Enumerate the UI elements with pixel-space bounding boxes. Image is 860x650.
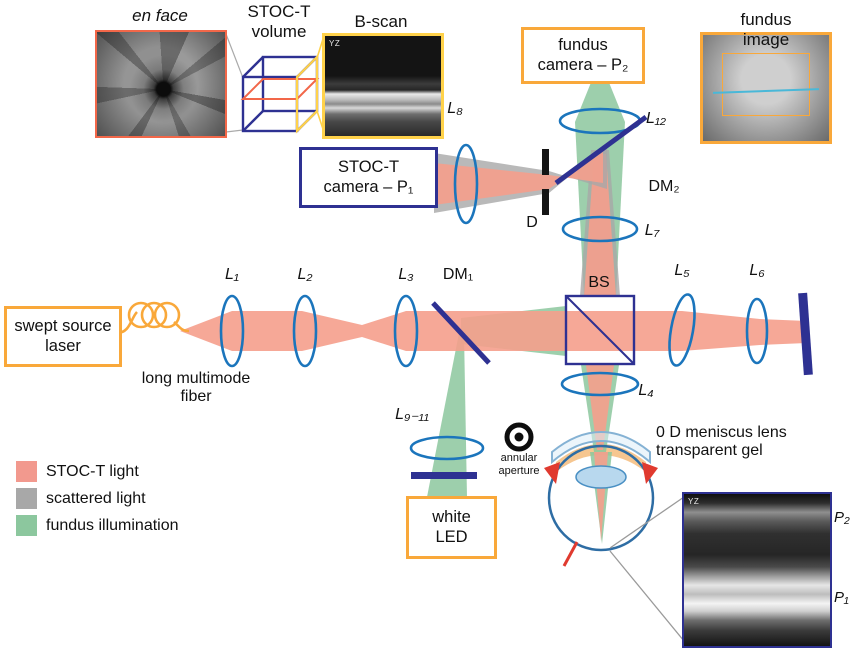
white-led-box: white LED <box>406 496 497 559</box>
label-D: D <box>526 214 538 231</box>
eye-details <box>544 431 685 642</box>
cube-bscan-slice <box>295 54 319 134</box>
meniscus-lens <box>551 431 651 465</box>
fundus-image <box>700 32 832 144</box>
optical-elements <box>219 107 769 461</box>
label-L5: L₅ <box>674 262 690 279</box>
connector-enface-bottom <box>225 129 244 133</box>
beam-stoct-main <box>180 311 807 351</box>
dichroic-mirror-1 <box>431 301 491 365</box>
label-BS: BS <box>588 274 610 291</box>
beam-bs-to-eye-salmon <box>586 365 614 450</box>
stoct-volume-cube <box>225 33 324 134</box>
eye-outline <box>547 444 655 552</box>
long-multimode-fiber-label: long multimode fiber <box>141 370 251 406</box>
fiber-loop-1 <box>127 301 155 329</box>
cube-edge-1 <box>242 56 264 78</box>
lens-L9-11 <box>409 435 485 461</box>
legend-swatch-fundus-illumination <box>16 515 37 536</box>
lens-L6 <box>745 297 769 365</box>
beam-splitter-cube <box>564 294 636 366</box>
beam-splitter-diagonal <box>565 295 635 365</box>
legend-swatch-scattered-light <box>16 488 37 509</box>
stoct-volume-title: STOC-T volume <box>247 2 311 41</box>
lens-L8 <box>453 143 479 225</box>
fiber-loop-3 <box>153 301 181 329</box>
retina-bscan-image: YZ <box>682 492 832 648</box>
lens-L4 <box>560 371 640 397</box>
yz-axis-label: YZ <box>329 39 341 48</box>
eye-crystalline-lens <box>575 465 627 489</box>
lens-L5 <box>668 293 696 367</box>
lens-L3 <box>393 294 419 368</box>
bscan-image: YZ <box>322 33 444 139</box>
led-filter-bar <box>411 472 477 479</box>
connector-eye-to-bscan-bottom <box>609 550 685 642</box>
label-L7: L₇ <box>644 222 660 239</box>
cube-enface-slice <box>240 78 320 100</box>
en-face-image <box>95 30 227 138</box>
cube-edge-3 <box>242 110 264 132</box>
beam-bs-to-dm2-salmon <box>584 154 616 296</box>
dichroic-mirror-2 <box>554 114 648 186</box>
beam-d-to-camera-salmon <box>434 163 549 205</box>
yz-axis-label: YZ <box>688 497 700 506</box>
legend-label-fundus-illumination: fundus illumination <box>46 516 179 534</box>
en-face-title: en face <box>132 6 188 25</box>
end-mirror <box>798 292 813 376</box>
eye-muscle-right <box>642 462 658 484</box>
lens-L2 <box>292 294 318 368</box>
label-L1: L₁ <box>225 266 239 283</box>
stoct-camera-box: STOC-T camera – P₁ <box>299 147 438 208</box>
aperture-D-top <box>542 149 549 175</box>
lens-L1 <box>219 294 245 368</box>
annular-aperture-icon <box>504 422 534 452</box>
legend-item-fundus-illumination: fundus illumination <box>16 515 179 536</box>
fiber-lead-out <box>173 321 190 333</box>
legend-item-scattered-light: scattered light <box>16 488 146 509</box>
connector-eye-to-bscan-top <box>609 496 685 549</box>
lens-L7 <box>561 215 639 243</box>
eye-laser-mark <box>562 541 579 567</box>
label-DM1: DM₁ <box>442 266 474 283</box>
legend-swatch-stoct-light <box>16 461 37 482</box>
legend-item-stoct-light: STOC-T light <box>16 461 139 482</box>
label-P2: P₂ <box>834 509 850 526</box>
legend-label-scattered-light: scattered light <box>46 489 146 507</box>
label-L2: L₂ <box>297 266 313 283</box>
label-L4: L₄ <box>638 382 654 399</box>
beam-led-to-dm1 <box>427 333 467 497</box>
label-P1: P₁ <box>834 589 849 606</box>
mirrors <box>411 114 813 479</box>
aperture-D-bottom <box>542 189 549 215</box>
legend-label-stoct-light: STOC-T light <box>46 462 139 480</box>
fiber-coil <box>116 301 190 335</box>
annular-aperture-label: annular aperture <box>498 452 540 477</box>
fundus-roi-box <box>721 53 811 116</box>
fundus-camera-box: fundus camera – P₂ <box>521 27 645 84</box>
meniscus-gel-label: 0 D meniscus lens transparent gel <box>656 424 787 460</box>
label-DM2: DM₂ <box>648 178 680 195</box>
label-L3: L₃ <box>398 266 414 283</box>
beam-dm2-to-fundus-camera <box>575 80 625 122</box>
fiber-loop-2 <box>140 301 168 329</box>
label-L9-11: L₉₋₁₁ <box>395 406 429 423</box>
annular-aperture-dot <box>514 432 524 442</box>
swept-source-laser-box: swept source laser <box>4 306 122 367</box>
connector-enface-top <box>225 33 244 79</box>
label-L8: L₈ <box>447 100 463 117</box>
label-L6: L₆ <box>749 262 765 279</box>
eye-muscle-left <box>544 462 560 484</box>
bscan-title: B-scan <box>354 12 408 31</box>
fundus-image-title: fundus image <box>740 10 792 49</box>
label-L12: L₁₂ <box>645 110 667 127</box>
